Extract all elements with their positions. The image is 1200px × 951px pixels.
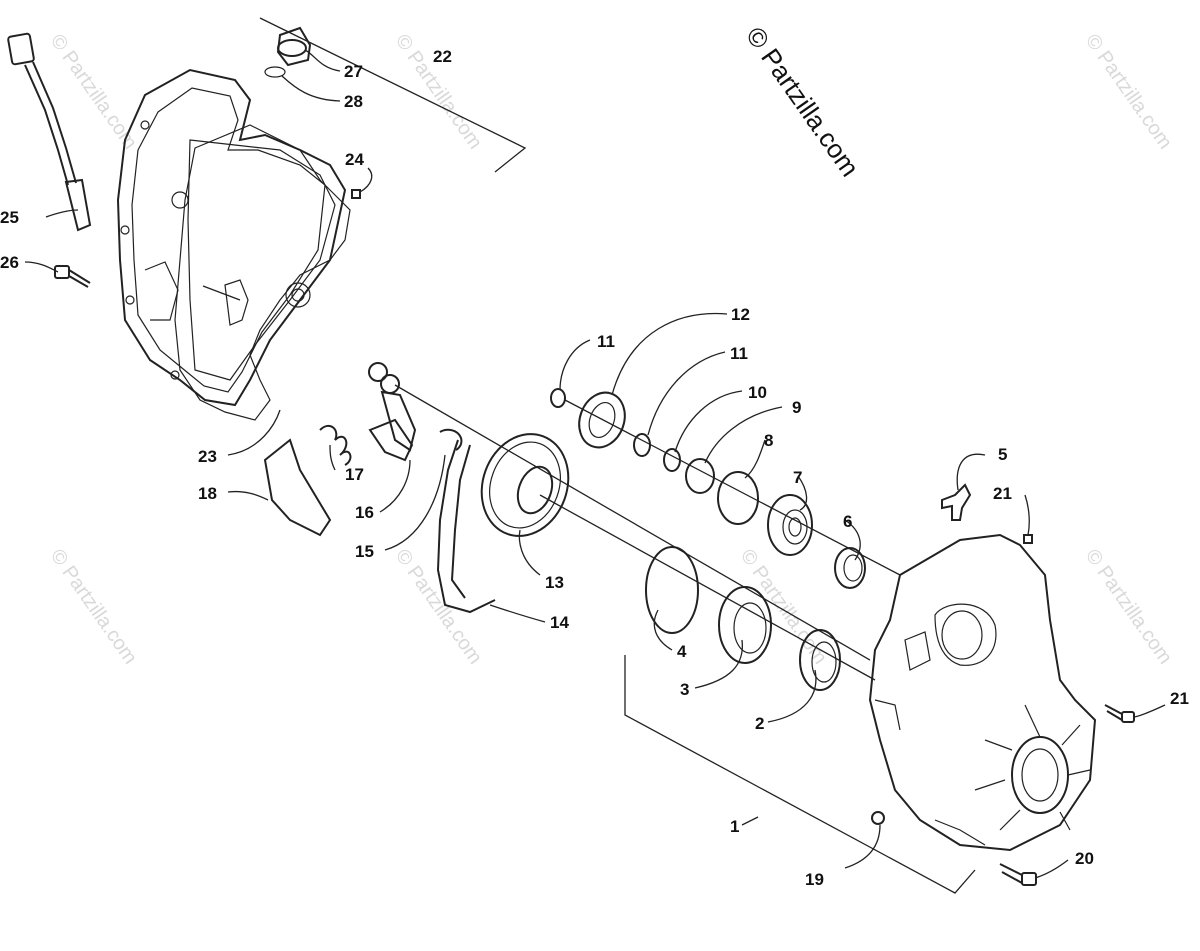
axis-lines <box>202 285 901 681</box>
cover-bolt <box>54 265 91 288</box>
callout-6: 6 <box>843 512 852 531</box>
callout-9: 9 <box>792 398 801 417</box>
snap-ring-11a <box>550 388 566 408</box>
callout-16: 16 <box>355 503 374 522</box>
tensioner-spring <box>319 424 352 466</box>
callout-7: 7 <box>793 468 802 487</box>
callout-19: 19 <box>805 870 824 889</box>
cover-gasket <box>174 124 351 421</box>
watermark: © Partzilla.com <box>1081 30 1176 153</box>
callout-15: 15 <box>355 542 374 561</box>
watermark: © Partzilla.com <box>736 545 831 668</box>
callout-21b: 21 <box>1170 689 1189 708</box>
chaincase-cover <box>116 68 347 407</box>
watermark: © Partzilla.com <box>46 545 141 668</box>
chaincase-housing <box>868 533 1097 852</box>
bolt-21b <box>1104 704 1135 723</box>
callout-22: 22 <box>433 47 452 66</box>
bolt-20 <box>999 863 1037 886</box>
callout-26: 26 <box>0 253 19 272</box>
nut-19 <box>871 811 885 825</box>
callout-28: 28 <box>344 92 363 111</box>
snap-ring-15 <box>439 428 463 451</box>
vent-elbow <box>941 483 972 521</box>
callout-11b: 11 <box>730 344 748 363</box>
callouts: 1 2 3 4 5 6 7 8 9 10 11 11 12 13 14 15 1… <box>0 47 1189 889</box>
callout-12: 12 <box>731 305 750 324</box>
seal-6 <box>834 547 866 589</box>
callout-5: 5 <box>998 445 1007 464</box>
callout-13: 13 <box>545 573 564 592</box>
chain-slider <box>263 438 332 537</box>
callout-8: 8 <box>764 431 773 450</box>
callout-25: 25 <box>0 208 19 227</box>
drive-sprocket <box>480 433 570 537</box>
fill-plug <box>264 26 312 78</box>
snap-ring-4 <box>645 546 699 634</box>
callout-14: 14 <box>550 613 569 632</box>
callout-10: 10 <box>748 383 767 402</box>
bracket-22 <box>259 17 527 173</box>
bolt-21a <box>1023 534 1033 544</box>
snap-ring-8 <box>717 471 759 525</box>
callout-27: 27 <box>344 62 363 81</box>
callout-24: 24 <box>345 150 364 169</box>
leader-lines <box>24 49 1166 879</box>
dowel-pin <box>351 189 361 199</box>
callout-1: 1 <box>730 817 739 836</box>
callout-2: 2 <box>755 714 764 733</box>
driven-gear <box>578 391 626 449</box>
callout-21a: 21 <box>993 484 1012 503</box>
watermark: © Partzilla.com <box>1081 545 1176 668</box>
callout-4: 4 <box>677 642 687 661</box>
washer-9 <box>685 458 715 494</box>
callout-11a: 11 <box>597 332 615 351</box>
tensioner-arm <box>368 362 417 462</box>
bracket-1 <box>624 655 976 894</box>
callout-20: 20 <box>1075 849 1094 868</box>
callout-18: 18 <box>198 484 217 503</box>
callout-3: 3 <box>680 680 689 699</box>
drive-chain <box>436 439 496 614</box>
callout-23: 23 <box>198 447 217 466</box>
copyright-label: © Partzilla.com <box>740 21 865 182</box>
callout-17: 17 <box>345 465 364 484</box>
speed-sensor <box>7 32 92 232</box>
